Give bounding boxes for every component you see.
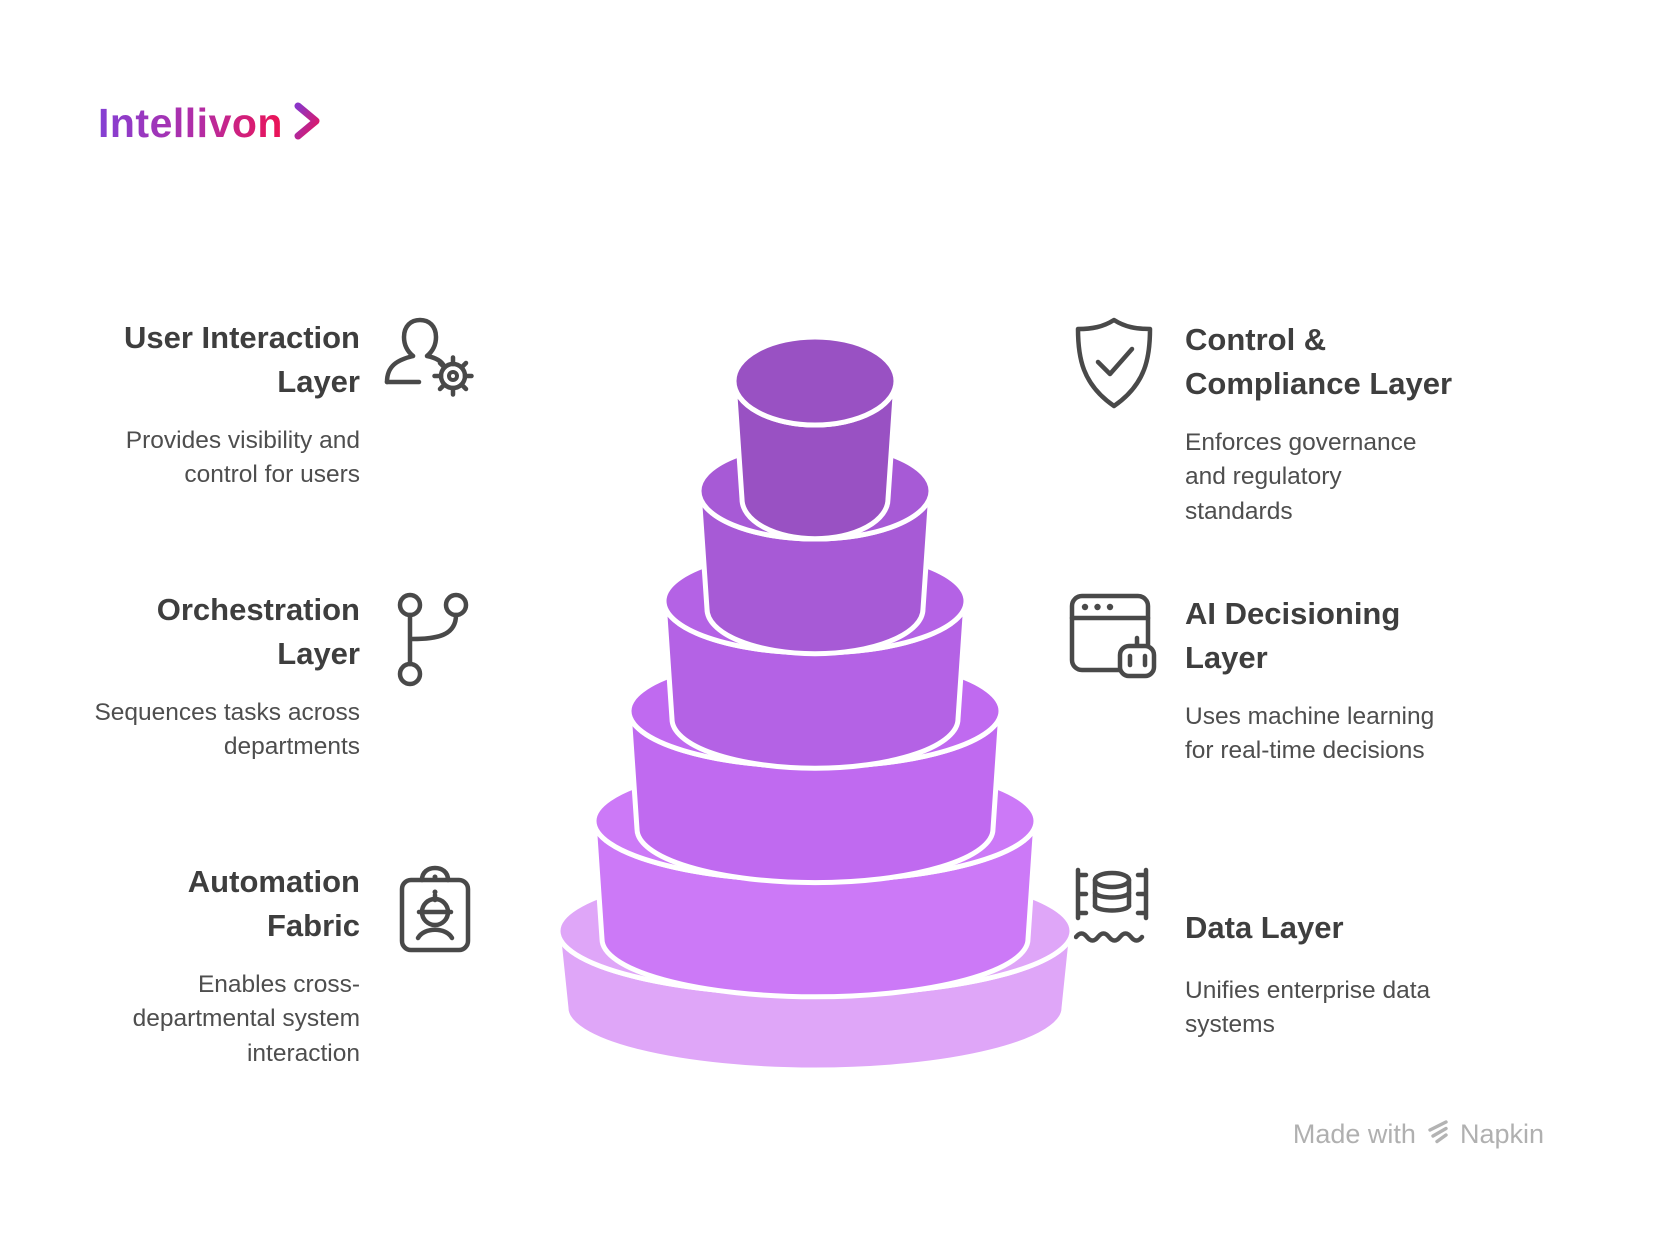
block-user-interaction-layer: User Interaction Layer Provides visibili…	[30, 316, 360, 493]
block-data-layer: Data Layer Unifies enterprise data syste…	[1185, 906, 1515, 1043]
block-orchestration-layer: Orchestration Layer Sequences tasks acro…	[30, 588, 360, 765]
chevron-right-icon	[291, 100, 323, 147]
logo-text: Intellivon	[98, 100, 283, 146]
block-title: Orchestration Layer	[156, 592, 360, 672]
block-description: Sequences tasks across departments	[94, 699, 360, 761]
data-lake-icon	[1066, 862, 1158, 950]
git-branch-icon	[396, 592, 472, 688]
block-automation-fabric: Automation Fabric Enables cross- departm…	[30, 860, 360, 1071]
layered-pyramid	[555, 334, 1075, 1073]
block-title: Control & Compliance Layer	[1185, 322, 1453, 402]
block-description: Provides visibility and control for user…	[125, 427, 360, 489]
block-title: User Interaction Layer	[123, 320, 360, 400]
browser-robot-icon	[1068, 590, 1160, 682]
shield-check-icon	[1072, 316, 1156, 410]
pyramid-tier-1-top	[731, 334, 899, 428]
block-title: Automation Fabric	[187, 864, 360, 944]
block-description: Unifies enterprise data systems	[1185, 977, 1431, 1039]
intellivon-logo: Intellivon	[98, 100, 323, 147]
napkin-credit: Made with Napkin	[1293, 1118, 1544, 1151]
block-description: Enforces governance and regulatory stand…	[1185, 429, 1417, 525]
block-description: Enables cross- departmental system inter…	[132, 971, 360, 1067]
user-gear-icon	[383, 316, 479, 400]
block-description: Uses machine learning for real-time deci…	[1185, 703, 1435, 765]
engineer-badge-icon	[398, 864, 472, 954]
block-title: Data Layer	[1185, 910, 1344, 945]
block-ai-decisioning-layer: AI Decisioning Layer Uses machine learni…	[1185, 592, 1515, 769]
napkin-logo-icon	[1426, 1118, 1450, 1151]
block-title: AI Decisioning Layer	[1185, 596, 1401, 676]
block-control-compliance-layer: Control & Compliance Layer Enforces gove…	[1185, 318, 1515, 529]
napkin-brand-text: Napkin	[1459, 1119, 1544, 1149]
made-with-text: Made with	[1292, 1119, 1416, 1149]
